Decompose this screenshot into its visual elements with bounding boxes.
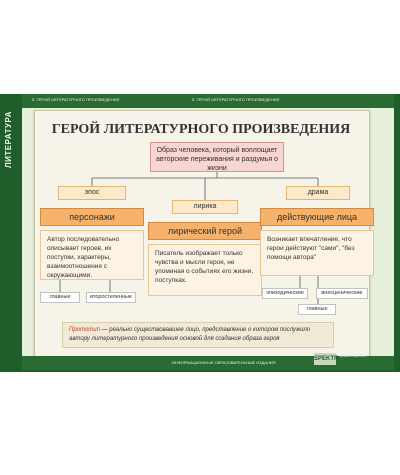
top-bar-right: 5. ГЕРОЙ ЛИТЕРАТУРНОГО ПРОИЗВЕДЕНИЯ — [192, 97, 280, 102]
tag-offstage: внесценические — [316, 288, 368, 299]
desc-lirika: Писатель изображает только чувства и мыс… — [148, 244, 262, 296]
bottom-bar-text: ИНФОРМАЦИОННЫЕ ОБРАЗОВАТЕЛЬНЫЕ ИЗДАНИЯ — [172, 360, 276, 365]
prototype-term: Прототип — [69, 327, 100, 333]
prototype-note: Прототип — реально существовавшее лицо, … — [62, 322, 334, 348]
label-epos: эпос — [58, 186, 126, 200]
desc-epos: Автор последовательно описывает героев, … — [40, 230, 144, 280]
publisher-logo: SPEKTR — [314, 353, 338, 365]
tag-main: главные — [40, 292, 80, 303]
imprint-text: Дизайн и верстка © — [340, 354, 368, 358]
label-lirika: лирика — [172, 200, 238, 214]
page-title: ГЕРОЙ ЛИТЕРАТУРНОГО ПРОИЗВЕДЕНИЯ — [51, 122, 351, 137]
label-drama: драма — [286, 186, 350, 200]
header-characters: действующие лица — [260, 208, 374, 226]
definition-box: Образ человека, который воплощает авторс… — [150, 142, 284, 172]
prototype-text: — реально существовавшее лицо, представл… — [69, 327, 311, 342]
tag-secondary: второстепенные — [86, 292, 136, 303]
top-bar: 5. ГЕРОЙ ЛИТЕРАТУРНОГО ПРОИЗВЕДЕНИЯ 5. Г… — [22, 94, 394, 108]
tag-episodic: эпизодические — [262, 288, 308, 299]
header-personazhi: персонажи — [40, 208, 144, 226]
bottom-bar: ИНФОРМАЦИОННЫЕ ОБРАЗОВАТЕЛЬНЫЕ ИЗДАНИЯ — [22, 356, 394, 370]
top-bar-left: 5. ГЕРОЙ ЛИТЕРАТУРНОГО ПРОИЗВЕДЕНИЯ — [32, 97, 120, 102]
header-lyric-hero: лирический герой — [148, 222, 262, 240]
tag-main-drama: главные — [298, 304, 336, 315]
desc-drama: Возникает впечатление, что герои действу… — [260, 230, 374, 276]
